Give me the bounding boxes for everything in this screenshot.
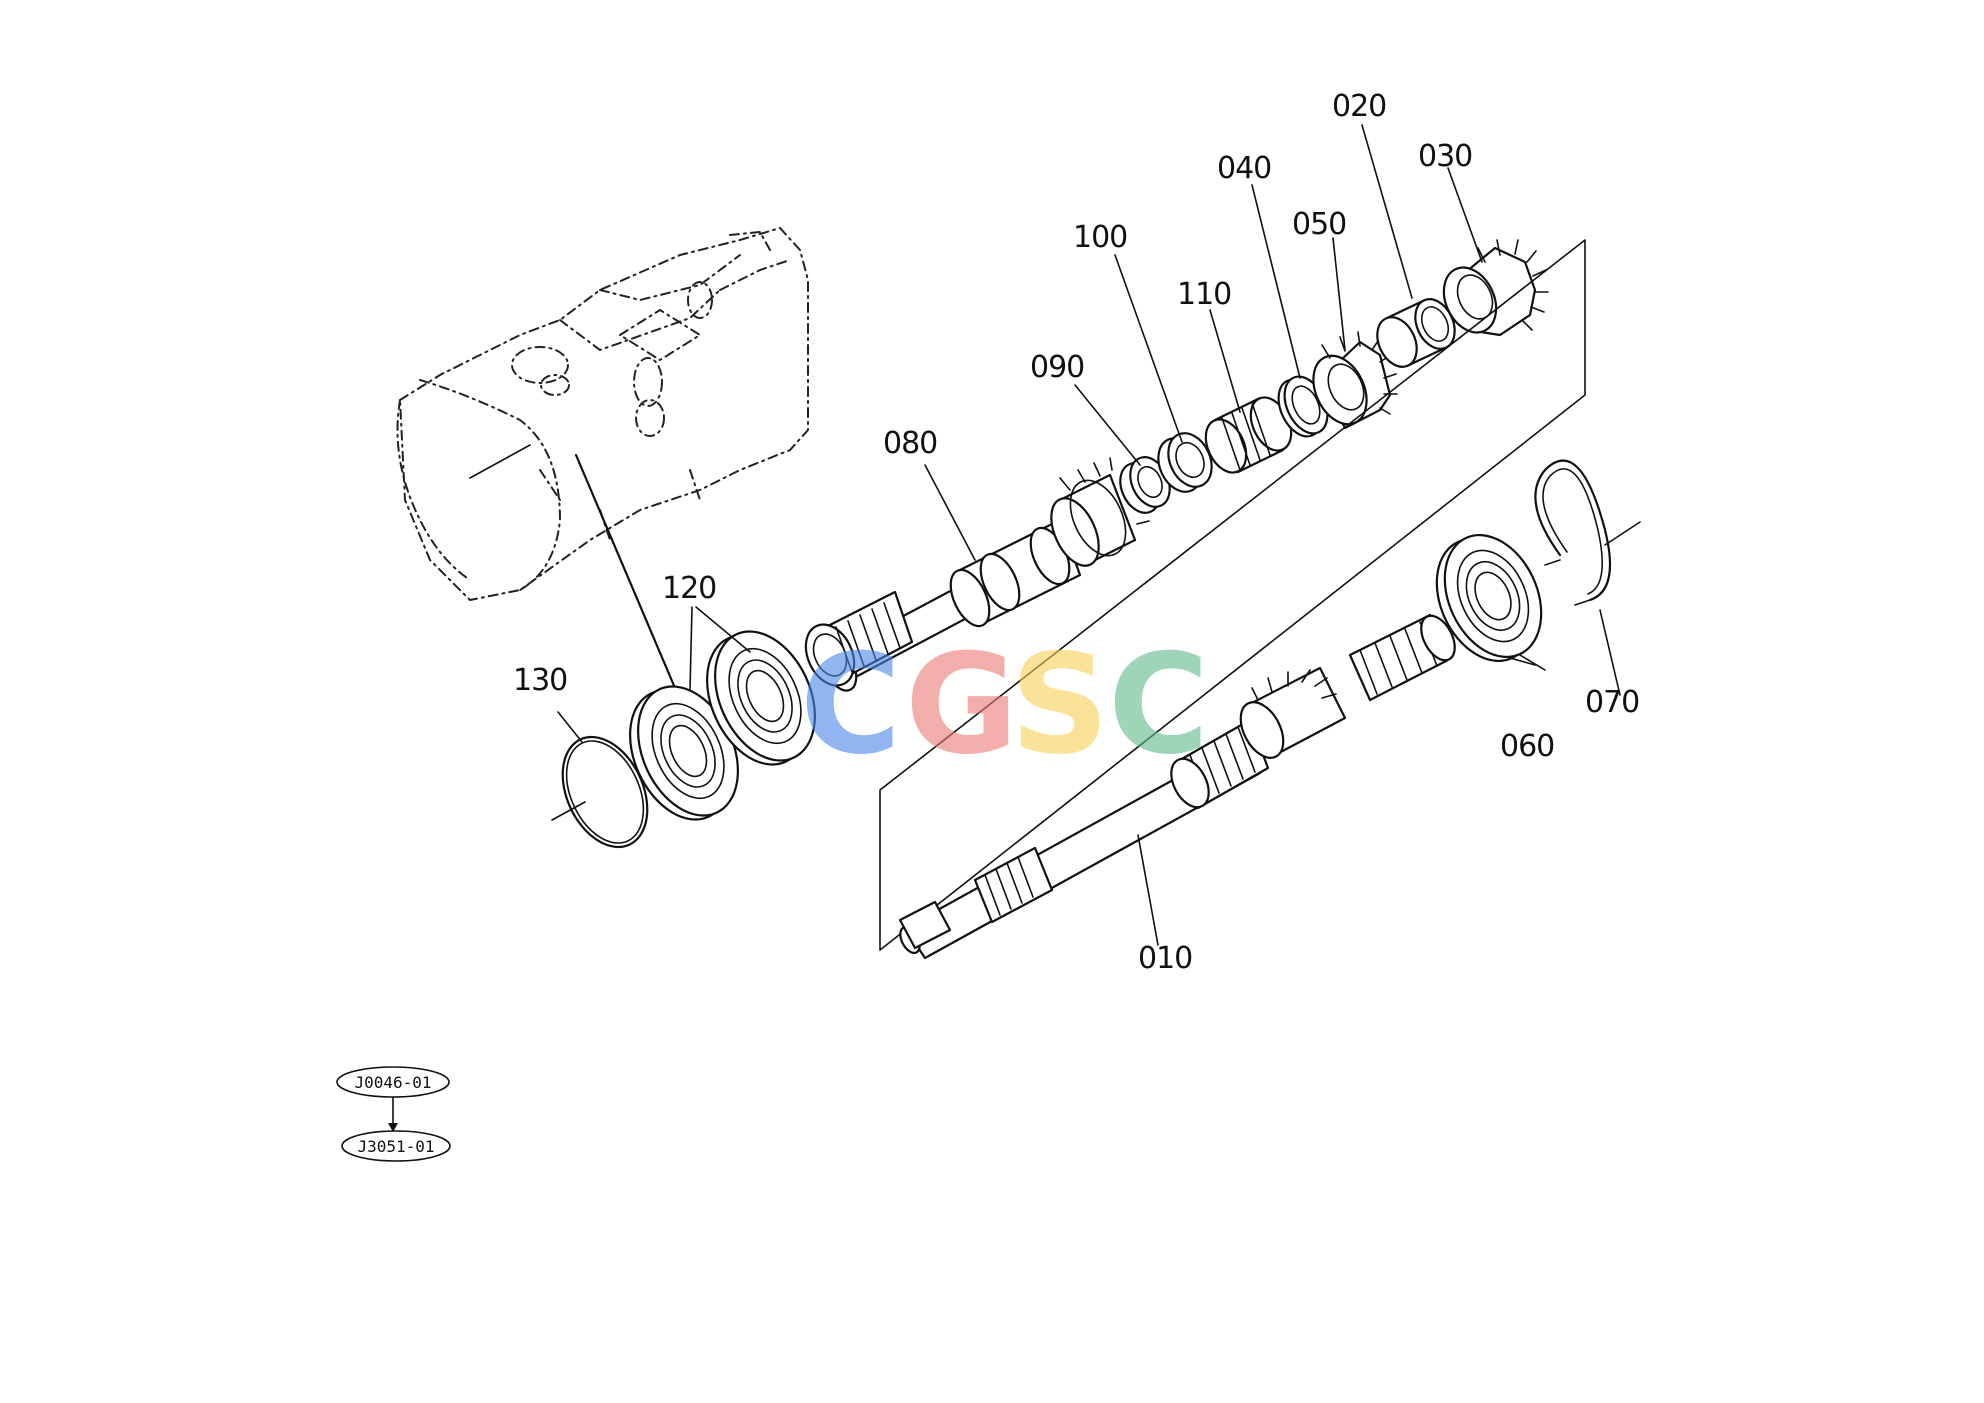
watermark-letter-4: C — [1108, 624, 1209, 785]
reference-codes: J0046-01 J3051-01 — [336, 1066, 451, 1162]
watermark-letter-2: G — [905, 624, 1018, 785]
part-010-main-shaft — [898, 613, 1456, 960]
callout-060: 060 — [1500, 729, 1554, 764]
callout-070: 070 — [1585, 685, 1639, 720]
part-100-collar — [1157, 432, 1213, 493]
assembly-bracket — [879, 239, 1586, 951]
callout-120: 120 — [662, 571, 716, 606]
callout-050: 050 — [1292, 207, 1346, 242]
callout-130: 130 — [513, 663, 567, 698]
case-leader-line — [574, 453, 677, 690]
callout-100: 100 — [1073, 220, 1127, 255]
part-080-shaft — [804, 457, 1150, 692]
transmission-case-outline — [396, 226, 809, 602]
part-070-snap-ring — [1534, 459, 1641, 606]
ref-code-upper: J0046-01 — [354, 1073, 431, 1092]
callout-labels: 020 030 040 050 100 110 090 080 120 130 … — [513, 89, 1640, 976]
part-020-bushing — [1376, 298, 1456, 368]
watermark-logo: C G S C — [800, 624, 1209, 785]
part-030-gear — [1442, 239, 1549, 337]
case-axis-line — [469, 444, 531, 479]
callout-110: 110 — [1177, 277, 1231, 312]
ref-code-lower: J3051-01 — [357, 1137, 434, 1156]
callout-080: 080 — [883, 426, 937, 461]
callout-040: 040 — [1217, 151, 1271, 186]
part-060-ball-bearing — [1435, 533, 1543, 663]
part-110-needle-bearing — [1204, 396, 1293, 474]
watermark-letter-3: S — [1010, 624, 1109, 785]
watermark-letter-1: C — [800, 624, 901, 785]
callout-020: 020 — [1332, 89, 1386, 124]
part-120-ball-bearing-b — [706, 630, 816, 766]
callout-030: 030 — [1418, 139, 1472, 174]
leader-lines — [557, 124, 1621, 946]
callout-010: 010 — [1138, 941, 1192, 976]
callout-090: 090 — [1030, 350, 1084, 385]
